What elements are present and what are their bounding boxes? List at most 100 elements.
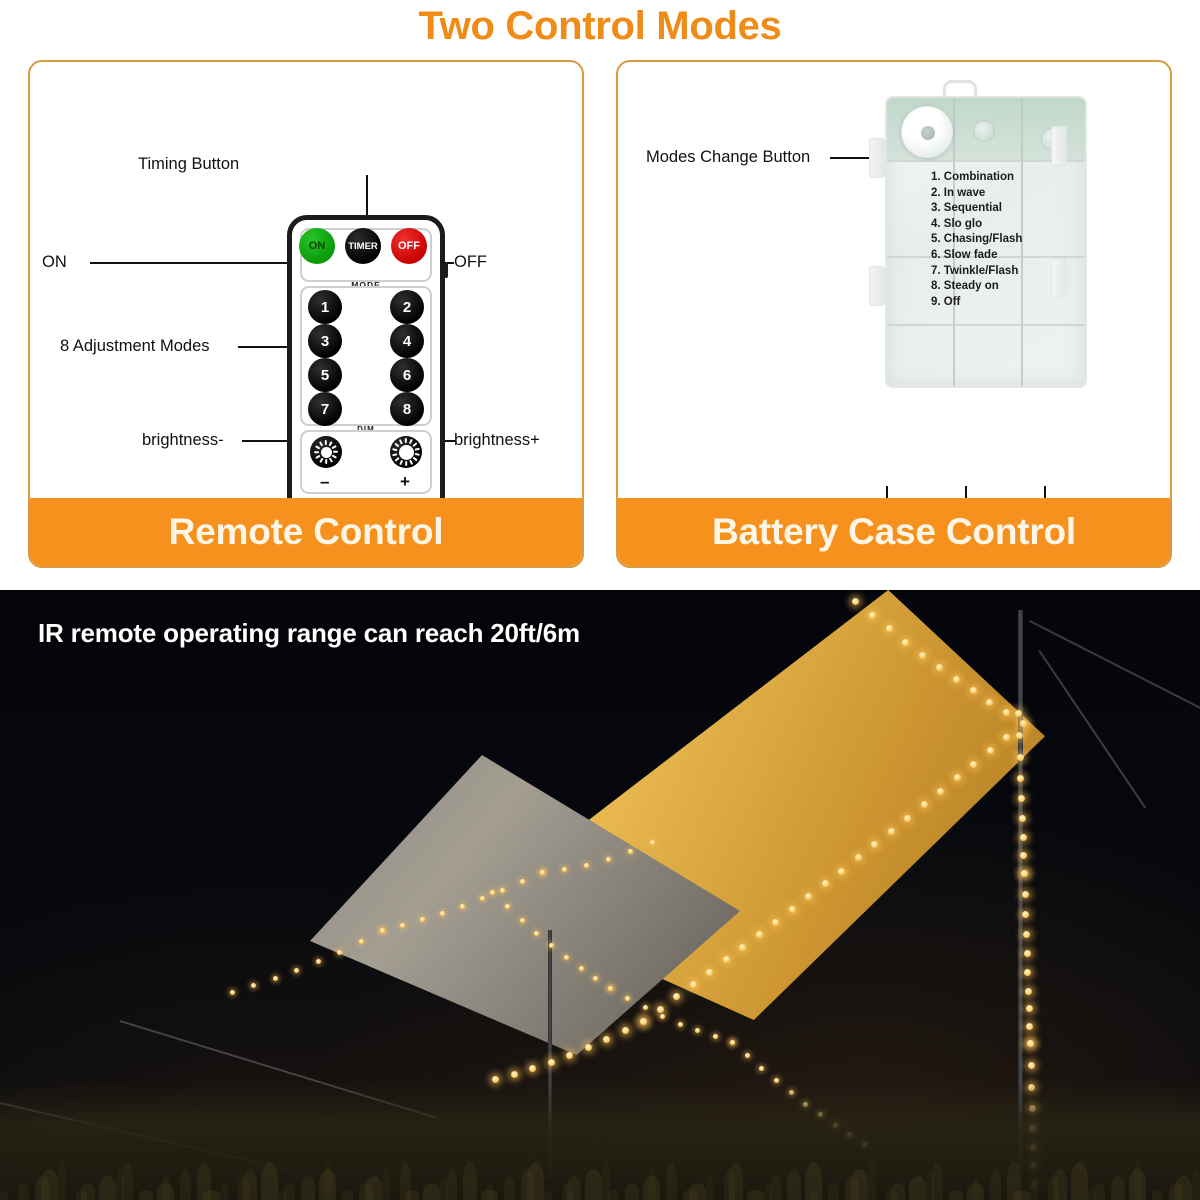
string-light-bulb: [1020, 851, 1028, 859]
case-clip-right-bottom: [1051, 258, 1067, 298]
mode-item: 5. Chasing/Flash: [931, 233, 1023, 246]
leader-on: [90, 262, 294, 264]
string-light-bulb: [854, 854, 862, 862]
brightness-down-button[interactable]: [310, 436, 342, 468]
string-light-bulb: [1019, 833, 1027, 841]
mode-button-5[interactable]: 5: [308, 358, 342, 392]
compartment-divider-h2: [887, 256, 1085, 258]
grass-tuft: [35, 1176, 49, 1200]
grass-tuft: [868, 1162, 876, 1200]
grass-tuft: [989, 1169, 1001, 1200]
string-light-bulb: [695, 1028, 701, 1034]
string-light-bulb: [969, 687, 977, 695]
string-light-bulb: [1003, 733, 1011, 741]
string-light-bulb: [805, 893, 813, 901]
grass-tuft: [116, 1169, 124, 1200]
callout-on: ON: [42, 253, 67, 271]
case-clip-left-top: [869, 138, 885, 178]
grass-tuft: [1012, 1190, 1030, 1200]
grass-tuft: [121, 1162, 133, 1200]
mode-button-3[interactable]: 3: [308, 324, 342, 358]
grass-tuft: [648, 1169, 656, 1200]
string-light-bulb: [730, 1040, 735, 1045]
sun-ray: [408, 459, 414, 466]
string-light-bulb: [640, 1018, 647, 1025]
dim-plus-label: +: [400, 472, 410, 491]
string-light-bulb: [272, 976, 278, 982]
string-light-bulb: [1020, 720, 1027, 727]
sun-ray: [324, 459, 328, 464]
compartment-divider-h1: [887, 160, 1085, 162]
grass-tuft: [526, 1162, 544, 1200]
string-light-bulb: [562, 866, 567, 872]
string-light-bulb: [621, 1027, 629, 1035]
string-light-bulb: [628, 848, 633, 854]
string-light-bulb: [566, 1052, 573, 1059]
string-light-bulb: [821, 880, 829, 888]
grass-tuft: [162, 1176, 170, 1200]
string-light-bulb: [1017, 774, 1025, 782]
string-light-bulb: [603, 1036, 610, 1044]
compartment-divider-2: [1021, 98, 1023, 386]
remote-on-button[interactable]: ON: [299, 228, 335, 264]
sun-ray: [412, 456, 418, 462]
string-light-bulb: [593, 975, 599, 981]
remote-off-button[interactable]: OFF: [391, 228, 427, 264]
string-light-bulb: [1018, 795, 1025, 802]
mode-button-8[interactable]: 8: [390, 392, 424, 426]
grass-tuft: [1093, 1183, 1105, 1200]
string-light-bulb: [677, 1021, 683, 1027]
string-light-bulb: [952, 675, 960, 683]
grass-tuft: [850, 1169, 868, 1200]
grass-tuft: [1007, 1162, 1021, 1200]
grass-tuft: [891, 1183, 905, 1200]
modes-change-button[interactable]: [901, 106, 953, 158]
string-light-bulb: [838, 867, 846, 875]
mode-button-4[interactable]: 4: [390, 324, 424, 358]
string-light-bulb: [504, 903, 510, 909]
string-light-bulb: [904, 814, 912, 822]
sun-ray: [328, 457, 334, 463]
grass-tuft: [156, 1183, 174, 1200]
grass-tuft: [1151, 1190, 1163, 1200]
grass-tuft: [642, 1176, 660, 1200]
grass-tuft: [1088, 1190, 1096, 1200]
grass-tuft: [561, 1183, 573, 1200]
string-light-bulb: [656, 1005, 664, 1013]
mode-item: 3. Sequential: [931, 202, 1002, 215]
sun-ray: [392, 447, 398, 452]
dim-minus-label: –: [320, 472, 330, 491]
sun-ray: [392, 452, 398, 457]
grass-tuft: [480, 1190, 498, 1200]
leader-timing-button: [366, 175, 368, 225]
grass-tuft: [486, 1183, 494, 1200]
grass-tuft: [1192, 1169, 1200, 1200]
grass-tuft: [440, 1176, 448, 1200]
mode-item: 8. Steady on: [931, 280, 999, 293]
mode-button-1[interactable]: 1: [308, 290, 342, 324]
mode-button-7[interactable]: 7: [308, 392, 342, 426]
string-light-bulb: [315, 959, 321, 965]
string-light-bulb: [986, 698, 994, 706]
string-light-bulb: [337, 949, 343, 955]
grass-tuft: [81, 1183, 95, 1200]
grass-tuft: [602, 1162, 610, 1200]
string-light-bulb: [1027, 1062, 1035, 1070]
grass-tuft: [220, 1183, 228, 1200]
sun-ray: [394, 456, 400, 462]
grass-tuft: [341, 1190, 353, 1200]
mode-item: 7. Twinkle/Flash: [931, 264, 1019, 277]
string-light-bulb: [759, 1065, 765, 1071]
battery-case-device: 1. Combination 2. In wave 3. Sequential …: [863, 80, 1087, 388]
battery-panel-body: Modes Change Button: [618, 62, 1170, 533]
string-light-bulb: [1021, 870, 1028, 877]
grass-tuft: [723, 1169, 735, 1200]
grass-tuft: [926, 1169, 934, 1200]
remote-timer-button[interactable]: TIMER: [345, 228, 381, 264]
string-light-bulb: [519, 917, 525, 923]
mode-button-6[interactable]: 6: [390, 358, 424, 392]
mode-button-2[interactable]: 2: [390, 290, 424, 324]
string-light-bulb: [358, 939, 364, 945]
brightness-up-button[interactable]: [390, 436, 422, 468]
footer-remote-control: Remote Control: [30, 498, 582, 566]
